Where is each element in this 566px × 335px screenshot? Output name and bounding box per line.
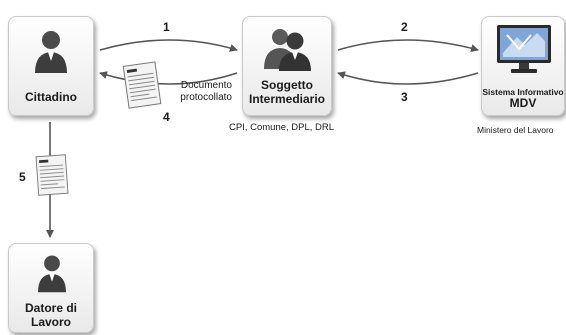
step-number-3: 3 xyxy=(401,90,408,104)
soggetto-caption: CPI, Comune, DPL, DRL xyxy=(229,122,335,133)
monitor-icon xyxy=(497,25,551,73)
document-icon xyxy=(122,61,162,109)
mdv-label-line1: Sistema Informativo xyxy=(482,87,564,97)
arrow-3 xyxy=(337,71,479,85)
arrow-4 xyxy=(99,71,238,85)
cittadino-label: Cittadino xyxy=(25,90,77,104)
document-label-line1: Documento xyxy=(180,80,232,91)
step-number-1: 1 xyxy=(163,20,170,34)
node-cittadino: Cittadino xyxy=(8,16,94,116)
node-soggetto-intermediario: Soggetto Intermediario xyxy=(242,16,332,116)
arrow-2 xyxy=(337,39,479,53)
mdv-label-line2: MDV xyxy=(509,96,537,110)
mdv-caption: Ministero del Lavoro xyxy=(477,125,554,135)
person-icon xyxy=(38,255,66,293)
person-icon xyxy=(35,31,67,73)
node-sistema-mdv: Sistema Informativo MDV xyxy=(481,16,565,116)
arrow-1 xyxy=(99,39,238,52)
soggetto-label-line2: Intermediario xyxy=(248,92,326,106)
datore-label-line1: Datore di xyxy=(24,301,77,315)
node-datore-di-lavoro: Datore di Lavoro xyxy=(8,243,94,333)
document-icon xyxy=(35,154,69,196)
datore-label-line2: Lavoro xyxy=(30,315,71,329)
step-number-5: 5 xyxy=(19,170,26,184)
step-number-4: 4 xyxy=(163,110,170,124)
step-number-2: 2 xyxy=(401,20,408,34)
group-icon xyxy=(264,29,311,71)
document-label-line2: protocollato xyxy=(180,92,232,103)
soggetto-label-line1: Soggetto xyxy=(261,78,313,92)
